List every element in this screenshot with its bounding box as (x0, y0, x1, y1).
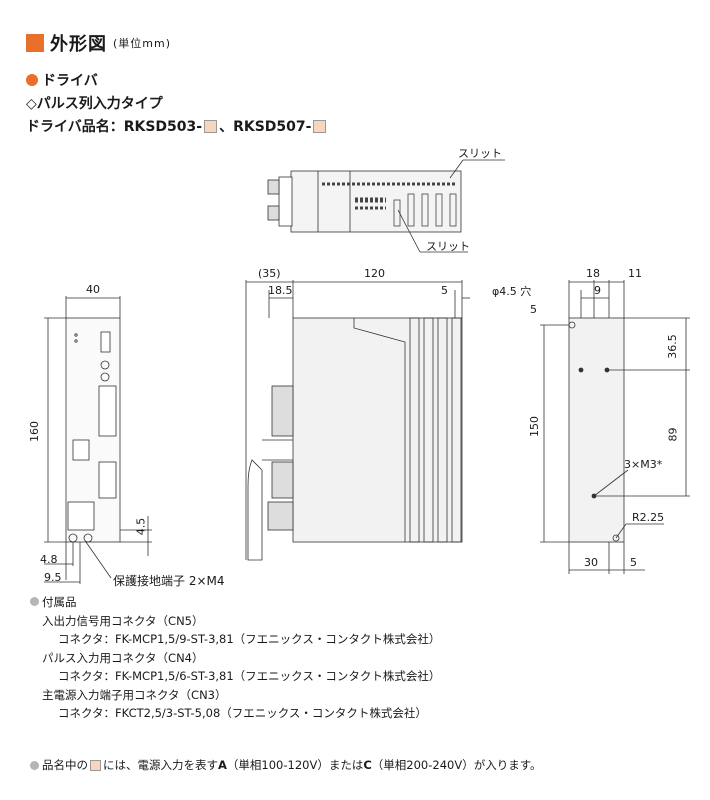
dim-back-150: 150 (528, 416, 541, 437)
dim-4-5: 4.5 (134, 517, 148, 536)
placeholder-box-icon (313, 119, 327, 133)
radius-label: R2.25 (632, 511, 665, 524)
model-second: 、RKSD507- (219, 119, 312, 135)
accessory-part: コネクタ：FK-MCP1,5/9-ST-3,81（フエニックス・コンタクト株式会… (58, 632, 441, 646)
section-heading-text: ドライバ (42, 73, 98, 89)
dim-side-35: (35) (258, 267, 281, 280)
model-prefix: ドライバ品名：RKSD503- (26, 119, 203, 135)
top-view (267, 159, 505, 253)
dim-back-11: 11 (628, 267, 642, 280)
dim-back-5: 5 (530, 303, 537, 316)
dim-back-9: 9 (594, 284, 601, 297)
slit-label-bottom: スリット (426, 240, 470, 253)
dim-front-height: 160 (28, 421, 41, 442)
accessory-part: コネクタ：FKCT2,5/3-ST-5,08（フエニックス・コンタクト株式会社） (58, 706, 427, 720)
slit-label-top: スリット (458, 147, 502, 160)
dim-back-5b: 5 (630, 556, 637, 569)
section-heading: ドライバ (26, 70, 98, 90)
accessory-name: 入出力信号用コネクタ（CN5） (42, 613, 204, 628)
model-line: ドライバ品名：RKSD503- 、RKSD507- (26, 116, 328, 136)
unit-label: (単位mm) (113, 37, 172, 50)
side-view (245, 280, 470, 561)
accessories-heading: 付属品 (30, 593, 440, 612)
accessory-name: 主電源入力端子用コネクタ（CN3） (42, 687, 227, 702)
hole-label: φ4.5 穴 (492, 285, 532, 298)
dim-4-8: 4.8 (40, 553, 58, 566)
front-view (44, 296, 152, 584)
screw-label: 3×M3* (624, 458, 663, 471)
dim-back-36-5: 36.5 (665, 334, 679, 359)
dim-side-120: 120 (364, 267, 385, 280)
bullet-icon (26, 74, 38, 86)
page-title: 外形図 (単位mm) (26, 30, 171, 56)
dim-back-30: 30 (584, 556, 598, 569)
dim-front-width: 40 (86, 283, 100, 296)
placeholder-box-icon (204, 119, 218, 133)
dim-back-89: 89 (666, 427, 680, 442)
dim-back-18: 18 (586, 267, 600, 280)
title-marker-icon (26, 34, 44, 52)
accessory-name: パルス入力用コネクタ（CN4） (42, 650, 204, 665)
title-text: 外形図 (50, 34, 107, 55)
footnote: 品名中の には、電源入力を表す A （単相100-120V）または C （単相2… (30, 757, 542, 773)
bullet-icon (30, 597, 39, 606)
dim-side-18-5: 18.5 (268, 284, 293, 297)
accessories-list: 付属品 入出力信号用コネクタ（CN5） コネクタ：FK-MCP1,5/9-ST-… (30, 593, 440, 723)
accessory-part: コネクタ：FK-MCP1,5/6-ST-3,81（フエニックス・コンタクト株式会… (58, 669, 441, 683)
placeholder-box-icon (90, 759, 101, 771)
section-subheading: ◇パルス列入力タイプ (26, 96, 163, 112)
back-view (540, 280, 690, 574)
ground-terminal-label: 保護接地端子 2×M4 (113, 574, 225, 588)
dim-9-5: 9.5 (44, 571, 62, 584)
dim-side-5: 5 (441, 284, 448, 297)
bullet-icon (30, 760, 39, 770)
